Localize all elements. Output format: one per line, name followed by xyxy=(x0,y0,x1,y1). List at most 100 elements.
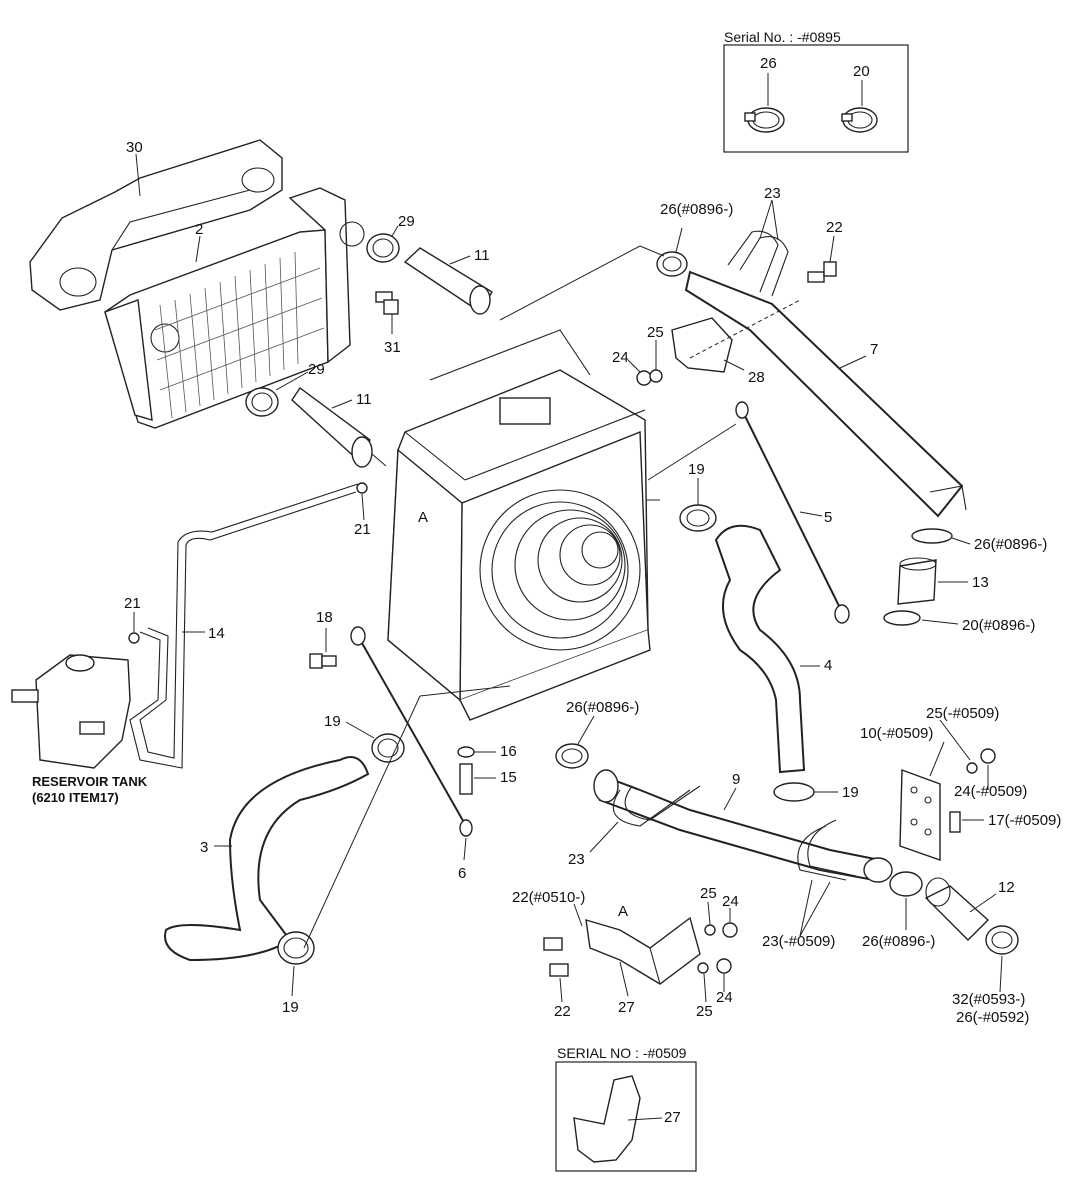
hose-12 xyxy=(924,877,990,941)
callout-26-mid: 26(#0896-) xyxy=(566,699,639,716)
hose-14 xyxy=(129,483,359,769)
intercooler-cover xyxy=(29,139,283,311)
pipe-7 xyxy=(684,270,967,518)
callout-21-upper: 21 xyxy=(354,521,371,538)
serial-inset-bottom-label: SERIAL NO : -#0509 xyxy=(557,1045,687,1061)
callout-32: 32(#0593-) xyxy=(952,991,1025,1008)
u-bolt-23-right xyxy=(797,819,857,881)
u-bolt-23-mid xyxy=(612,785,701,827)
callout-20-inset: 20 xyxy=(853,63,870,80)
hose-3 xyxy=(164,756,370,962)
clamp-26-inset xyxy=(744,107,785,133)
callout-22-bottom: 22(#0510-) xyxy=(512,889,585,906)
callout-5: 5 xyxy=(824,509,832,526)
callout-30: 30 xyxy=(126,139,143,156)
bracket-27 xyxy=(585,916,701,985)
callout-26-top: 26(#0896-) xyxy=(660,201,733,218)
callout-27: 27 xyxy=(618,999,635,1016)
callout-labels: 30 2 29 11 31 29 11 26(#0896-) 23 22 25 … xyxy=(124,139,1061,1026)
clamp-32 xyxy=(985,925,1019,955)
u-bolt-23-top xyxy=(727,230,789,297)
reservoir-tank xyxy=(11,654,131,769)
nut-24-top xyxy=(636,370,652,386)
clamp-26-right xyxy=(911,528,953,544)
hose-13 xyxy=(897,557,937,605)
bolt-31 xyxy=(375,291,399,315)
stay-rod-6 xyxy=(350,626,473,837)
callout-4: 4 xyxy=(824,657,832,674)
clamp-19-right xyxy=(773,782,815,802)
washer-25-right xyxy=(966,762,978,774)
clamp-19-fan xyxy=(679,504,717,532)
serial-inset-top: Serial No. : -#0895 26 20 xyxy=(723,29,909,153)
callout-10: 10(-#0509) xyxy=(860,725,933,742)
callout-29-lower: 29 xyxy=(308,361,325,378)
callout-15: 15 xyxy=(500,769,517,786)
pipe-9 xyxy=(593,769,893,883)
clamp-26-right2 xyxy=(889,871,923,897)
reservoir-label-line1: RESERVOIR TANK xyxy=(32,774,148,789)
nut-24-right xyxy=(980,748,996,764)
callout-26-last: 26(-#0592) xyxy=(956,1009,1029,1026)
callout-16: 16 xyxy=(500,743,517,760)
callout-24-top: 24 xyxy=(612,349,629,366)
clamp-19-left xyxy=(371,733,405,763)
serial-inset-top-label: Serial No. : -#0895 xyxy=(724,29,841,45)
callout-26-inset: 26 xyxy=(760,55,777,72)
callout-20-right: 20(#0896-) xyxy=(962,617,1035,634)
bolt-22-b xyxy=(549,963,569,977)
callout-7: 7 xyxy=(870,341,878,358)
callout-22-b: 22 xyxy=(554,1003,571,1020)
callout-a-upper: A xyxy=(418,509,428,526)
callout-2: 2 xyxy=(195,221,203,238)
callout-9: 9 xyxy=(732,771,740,788)
bolt-22-a xyxy=(543,937,563,951)
clamp-19-bottom xyxy=(277,931,315,965)
clamp-26-top xyxy=(656,251,688,277)
callout-13: 13 xyxy=(972,574,989,591)
clamp-20-inset xyxy=(841,107,878,133)
callout-26-right: 26(#0896-) xyxy=(974,536,1047,553)
serial-inset-top-frame xyxy=(723,44,909,153)
washer-25-b2 xyxy=(697,962,709,974)
callout-26-r2: 26(#0896-) xyxy=(862,933,935,950)
bolt-18 xyxy=(309,653,337,669)
callout-24-b1: 24 xyxy=(722,893,739,910)
plate-10 xyxy=(899,769,941,861)
callout-14: 14 xyxy=(208,625,225,642)
callout-18: 18 xyxy=(316,609,333,626)
callout-25-b1: 25 xyxy=(700,885,717,902)
callout-28: 28 xyxy=(748,369,765,386)
clamp-21-lower xyxy=(128,632,140,644)
callout-19-bottom: 19 xyxy=(282,999,299,1016)
washer-25-top xyxy=(649,369,663,383)
stay-rod-5 xyxy=(735,401,850,624)
callout-25-top: 25 xyxy=(647,324,664,341)
bracket-27-inset xyxy=(573,1075,641,1163)
callout-24-r: 24(-#0509) xyxy=(954,783,1027,800)
nut-24-b1 xyxy=(722,922,738,938)
bracket-28 xyxy=(671,299,801,373)
reservoir-label-line2: (6210 ITEM17) xyxy=(32,790,119,805)
callout-22-top: 22 xyxy=(826,219,843,236)
intercooler-core xyxy=(104,187,365,429)
hose-11-upper xyxy=(403,247,493,315)
washer-25-b1 xyxy=(704,924,716,936)
leader-lines xyxy=(133,153,1003,1003)
callout-11-lower: 11 xyxy=(356,391,372,408)
callout-29-upper: 29 xyxy=(398,213,415,230)
callout-25-r: 25(-#0509) xyxy=(926,705,999,722)
bolt-22-top xyxy=(807,261,837,283)
callout-3: 3 xyxy=(200,839,208,856)
callout-12: 12 xyxy=(998,879,1015,896)
callout-a-lower: A xyxy=(618,903,628,920)
hose-11-lower xyxy=(291,386,373,468)
callout-23-mid: 23 xyxy=(568,851,585,868)
serial-inset-bottom-frame xyxy=(555,1061,697,1172)
callout-17: 17(-#0509) xyxy=(988,812,1061,829)
callout-31: 31 xyxy=(384,339,401,356)
callout-21-lower: 21 xyxy=(124,595,141,612)
clamp-21-upper xyxy=(356,482,368,494)
radiator-assembly xyxy=(387,329,651,721)
